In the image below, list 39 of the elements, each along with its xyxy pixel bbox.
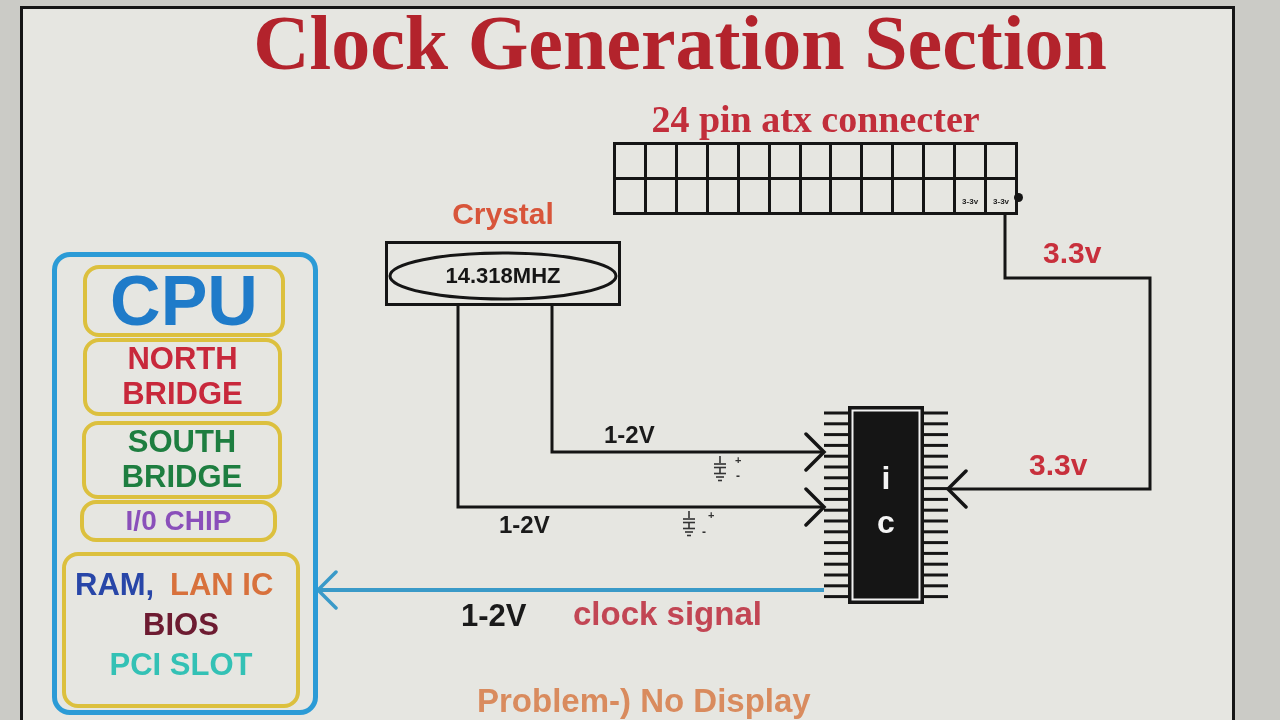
component-panel [52,252,318,715]
arrow [946,215,1152,509]
edge-label: 1-2V [499,511,550,539]
ic-chip [824,406,948,604]
peripheral-label: PCI SLOT [109,648,253,682]
chip-group-box [83,338,282,416]
connector-heading: 24 pin atx connecter [651,98,980,140]
voltage-label: 3.3v [1029,448,1088,482]
polarity-sign: + [735,454,742,466]
polarity-sign: - [702,526,706,538]
cpu-label: CPU [110,269,258,333]
edge-label: 1-2V [604,421,655,449]
chip-label: SOUTH BRIDGE [121,424,243,494]
cpu-box [83,265,285,337]
peripheral-box [62,552,300,708]
polarity-sign: + [708,509,715,521]
chip-group-box [82,421,282,499]
crystal-ellipse [388,251,618,301]
edge-label: 1-2V [461,598,527,634]
note-text: Problem-) No Display [477,683,811,719]
arrow [316,570,824,610]
crystal-heading: Crystal [452,196,554,232]
chip-label: I/0 CHIP [125,504,232,538]
pin-label: 3-3v [962,197,979,207]
peripheral-label: LAN IC [170,568,274,602]
edge-label: 3.3v [1043,236,1102,270]
arrow [456,306,826,527]
polarity-sign: - [736,470,740,482]
signal-label: clock signal [573,595,762,633]
arrow [550,306,826,472]
chip-letter: i [881,460,891,496]
title: Clock Generation Section [252,0,1108,86]
chip-label: NORTH BRIDGE [122,341,243,411]
peripheral-label: BIOS [143,608,219,642]
chip-letter: c [877,504,895,540]
frequency-label: 14.318MHZ [445,263,561,289]
peripheral-label: RAM, [75,568,155,602]
chip-group-box [80,500,277,542]
pin-label: 3-3v [993,197,1010,207]
